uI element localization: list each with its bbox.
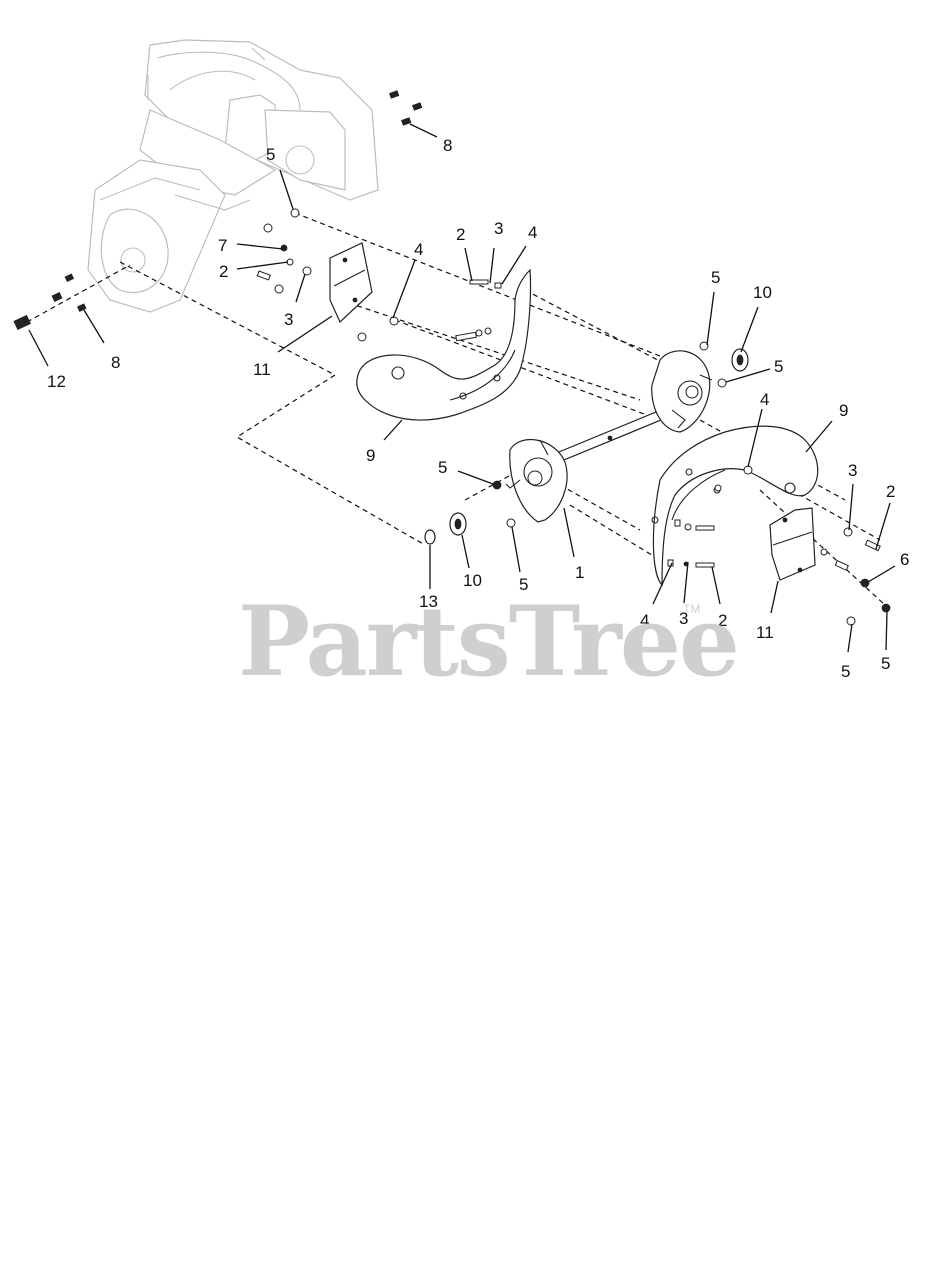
partstree-watermark: PartsTree TM <box>238 585 740 698</box>
auger-housing-outline <box>87 39 379 313</box>
callout-2: 2 <box>886 482 895 501</box>
callout-labels: 1 2 2 2 2 3 3 3 3 4 4 4 4 5 5 5 5 5 5 5 … <box>47 136 909 681</box>
callout-6: 6 <box>900 550 909 569</box>
shave-plate-left <box>329 242 373 324</box>
callout-5: 5 <box>774 357 783 376</box>
leader-lines <box>28 123 896 653</box>
callout-8: 8 <box>443 136 452 155</box>
callout-12: 12 <box>47 372 66 391</box>
callout-4: 4 <box>640 611 649 630</box>
callout-2: 2 <box>219 262 228 281</box>
hardware <box>13 90 891 626</box>
bearing-lower <box>449 512 467 536</box>
callout-5: 5 <box>711 268 720 287</box>
callout-7: 7 <box>218 236 227 255</box>
callout-5: 5 <box>266 145 275 164</box>
callout-9: 9 <box>366 446 375 465</box>
callout-8: 8 <box>111 353 120 372</box>
callout-5: 5 <box>841 662 850 681</box>
callout-13: 13 <box>419 592 438 611</box>
callout-2: 2 <box>718 611 727 630</box>
callout-2: 2 <box>456 225 465 244</box>
watermark-text: PartsTree <box>238 585 738 698</box>
callout-11: 11 <box>253 360 271 379</box>
auger-flight-left <box>356 268 532 421</box>
watermark-trademark: TM <box>683 602 700 616</box>
callout-3: 3 <box>848 461 857 480</box>
callout-4: 4 <box>414 240 423 259</box>
callout-10: 10 <box>463 571 482 590</box>
callout-9: 9 <box>839 401 848 420</box>
shave-plate-right <box>769 507 816 581</box>
callout-5: 5 <box>881 654 890 673</box>
callout-4: 4 <box>760 390 769 409</box>
washer-13 <box>424 529 436 545</box>
bearing-upper <box>731 348 749 372</box>
callout-11: 11 <box>756 623 774 642</box>
callout-4: 4 <box>528 223 537 242</box>
callout-3: 3 <box>284 310 293 329</box>
callout-3: 3 <box>494 219 503 238</box>
callout-1: 1 <box>575 563 584 582</box>
callout-3: 3 <box>679 609 688 628</box>
callout-5: 5 <box>519 575 528 594</box>
gear-hub-lower <box>505 438 568 523</box>
callout-10: 10 <box>753 283 772 302</box>
callout-5: 5 <box>438 458 447 477</box>
gear-hub-upper <box>651 350 713 433</box>
